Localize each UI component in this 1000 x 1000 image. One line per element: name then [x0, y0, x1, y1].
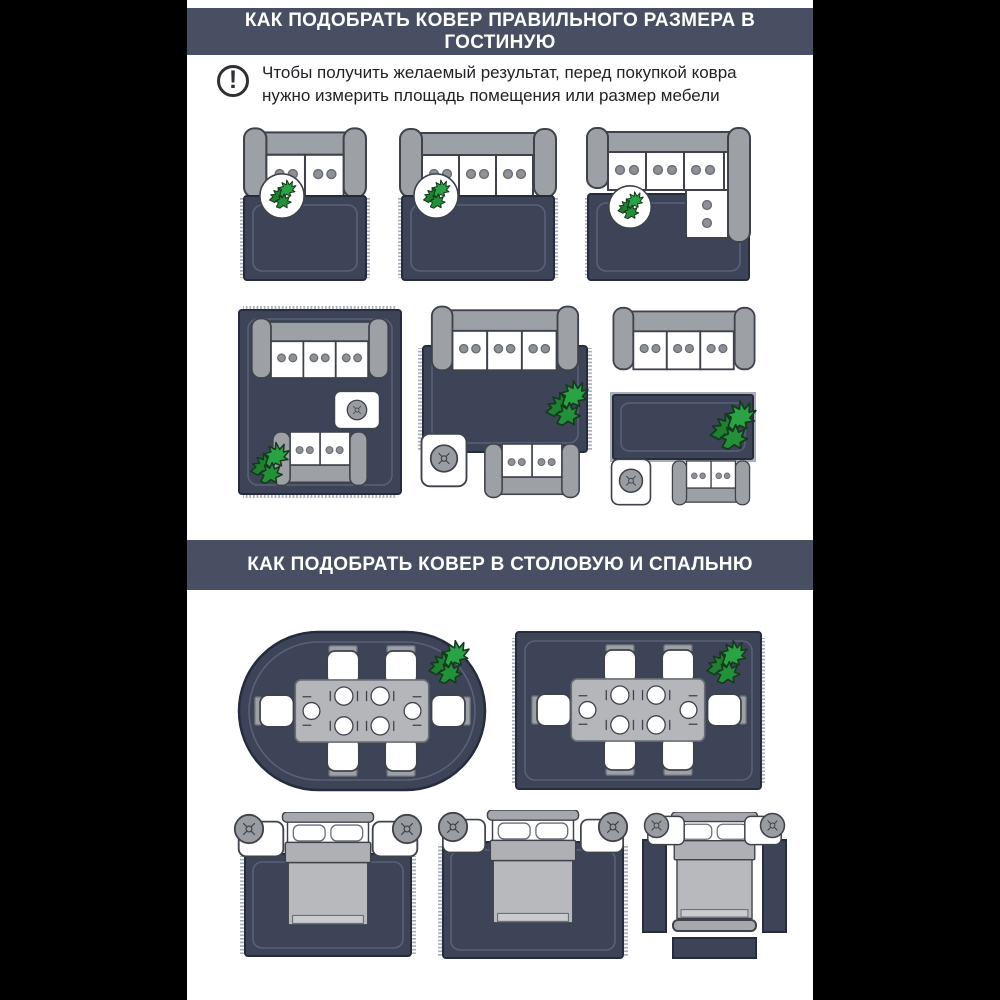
dining-chair [430, 694, 472, 728]
section-title-text: КАК ПОДОБРАТЬ КОВЕР В СТОЛОВУЮ И СПАЛЬНЮ [247, 554, 753, 575]
two-seat-sofa-rug-at-front-icon [240, 127, 370, 281]
double-bed [281, 812, 375, 926]
three-seat-sofa-rug-at-front-icon [398, 127, 558, 281]
section-title-text: КАК ПОДОБРАТЬ КОВЕР ПРАВИЛЬНОГО РАЗМЕРА … [244, 9, 756, 53]
small-rug-between-furniture-icon [610, 306, 757, 506]
exclamation-circle-icon: ! [217, 65, 249, 97]
bed-on-rug-lower-two-thirds-icon [233, 812, 423, 957]
side-table-icon [612, 459, 651, 504]
lamp-icon [233, 813, 265, 845]
sofa-2-seat [484, 443, 580, 499]
note-text: Чтобы получить желаемый результат, перед… [262, 63, 737, 105]
measurement-note: ! Чтобы получить желаемый результат, пер… [217, 62, 754, 107]
side-runner-rug [642, 839, 667, 933]
potted-plant-icon [260, 174, 304, 218]
dining-chair [384, 644, 418, 686]
double-bed [486, 810, 580, 924]
section-title-dining-bedroom: КАК ПОДОБРАТЬ КОВЕР В СТОЛОВУЮ И СПАЛЬНЮ [187, 540, 813, 590]
bed-on-larger-rug-icon [437, 810, 629, 959]
dining-chair [253, 694, 295, 728]
dining-chair [706, 693, 748, 727]
dining-chair [326, 736, 360, 778]
infographic-page: КАК ПОДОБРАТЬ КОВЕР ПРАВИЛЬНОГО РАЗМЕРА … [187, 0, 813, 1000]
rug-fringed [240, 195, 370, 281]
dining-chair [530, 693, 572, 727]
exclamation-glyph: ! [228, 65, 238, 94]
dining-chair [603, 735, 637, 777]
lamp-icon [597, 811, 629, 843]
dining-set-on-rect-rug-icon [512, 631, 765, 790]
front-legs-on-medium-rug-icon [418, 305, 592, 499]
dining-table-icon [294, 679, 430, 743]
footboard [672, 919, 757, 932]
dining-chair [326, 644, 360, 686]
foot-rug [672, 937, 757, 959]
lamp-icon [643, 812, 670, 839]
dining-set-on-oval-rug-icon [237, 630, 487, 792]
section-title-living-room: КАК ПОДОБРАТЬ КОВЕР ПРАВИЛЬНОГО РАЗМЕРА … [187, 8, 813, 55]
lamp-icon [437, 811, 469, 843]
sofa-3-seat [250, 317, 390, 379]
dining-chair [661, 643, 695, 685]
lamp-icon [391, 813, 423, 845]
potted-plant-icon [414, 174, 458, 218]
sofa-3-seat [430, 305, 580, 372]
dining-chair [603, 643, 637, 685]
lamp-icon [759, 812, 786, 839]
potted-plant-icon [609, 186, 651, 228]
dining-table-icon [570, 678, 706, 742]
side-runner-rug [762, 839, 787, 933]
dining-chair [661, 735, 695, 777]
sofa-2-seat [671, 460, 751, 506]
all-furniture-on-large-rug-icon [238, 306, 402, 498]
dining-chair [384, 736, 418, 778]
sofa-3-seat [612, 306, 756, 371]
corner-sofa [586, 127, 751, 243]
side-table-icon [422, 434, 467, 487]
corner-sofa-rug-at-front-icon [585, 127, 751, 281]
bed-with-three-runner-rugs-icon [642, 812, 787, 959]
coffee-table-icon [334, 391, 379, 428]
